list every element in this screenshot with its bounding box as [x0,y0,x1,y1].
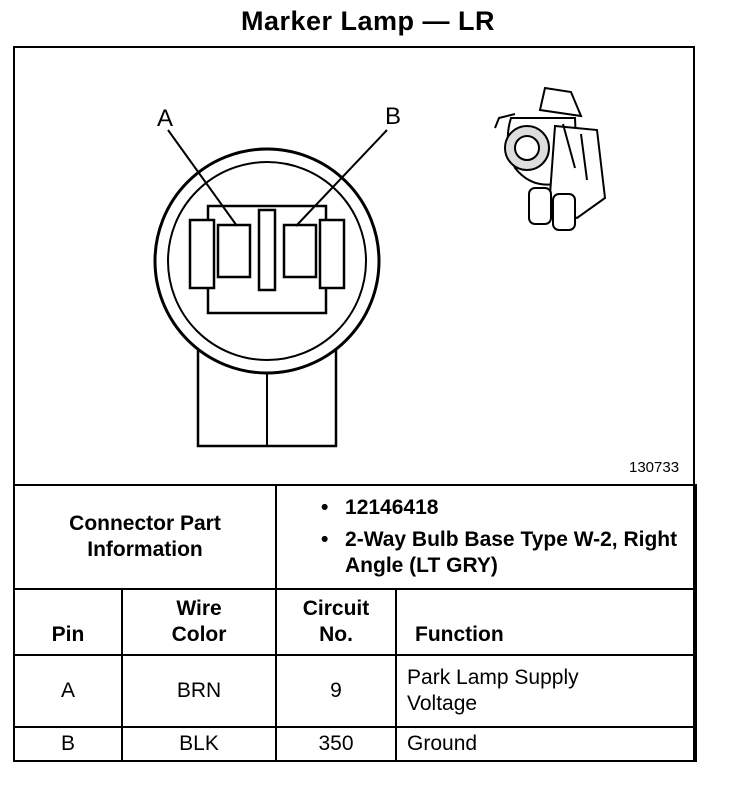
function-cell: Park Lamp Supply Voltage [395,654,698,728]
part-number: 12146418 [321,495,695,521]
connector-info-label: Connector Part Information [12,484,278,590]
header-wire-color: Wire Color [120,588,278,656]
leader-line-b [295,129,388,227]
table-header-row: Pin Wire Color Circuit No. Function [13,588,698,656]
circuit-cell: 350 [275,726,398,762]
wire-color-cell: BRN [120,654,278,728]
function-cell: Ground [395,726,698,762]
figure-number: 130733 [629,459,680,476]
bulb-socket-illustration [494,86,607,231]
connector-drawing: A B [153,86,607,448]
connector-table: Connector Part Information 12146418 2-Wa… [12,484,698,762]
diagram-frame: A B 130733 Connector Part Information [12,46,698,762]
leader-line-a [167,129,238,227]
terminal-a [216,223,252,279]
connector-info-row: Connector Part Information 12146418 2-Wa… [12,484,698,590]
table-row: B BLK 350 Ground [13,726,698,762]
header-function: Function [395,588,698,656]
wire-color-cell: BLK [120,726,278,762]
circuit-cell: 9 [275,654,398,728]
pin-cell: A [13,654,123,728]
terminal-b [282,223,318,279]
table-row: A BRN 9 Park Lamp Supply Voltage [13,654,698,728]
pin-cell: B [13,726,123,762]
pin-label-a: A [157,105,173,132]
header-pin: Pin [13,588,123,656]
wire-lead [196,348,338,448]
header-circuit: Circuit No. [275,588,398,656]
connector-description: 2-Way Bulb Base Type W-2, Right Angle (L… [321,527,695,579]
pin-label-b: B [385,103,401,130]
diagram-title: Marker Lamp — LR [240,6,496,36]
connector-face [153,147,381,375]
connector-info-details: 12146418 2-Way Bulb Base Type W-2, Right… [275,484,698,590]
